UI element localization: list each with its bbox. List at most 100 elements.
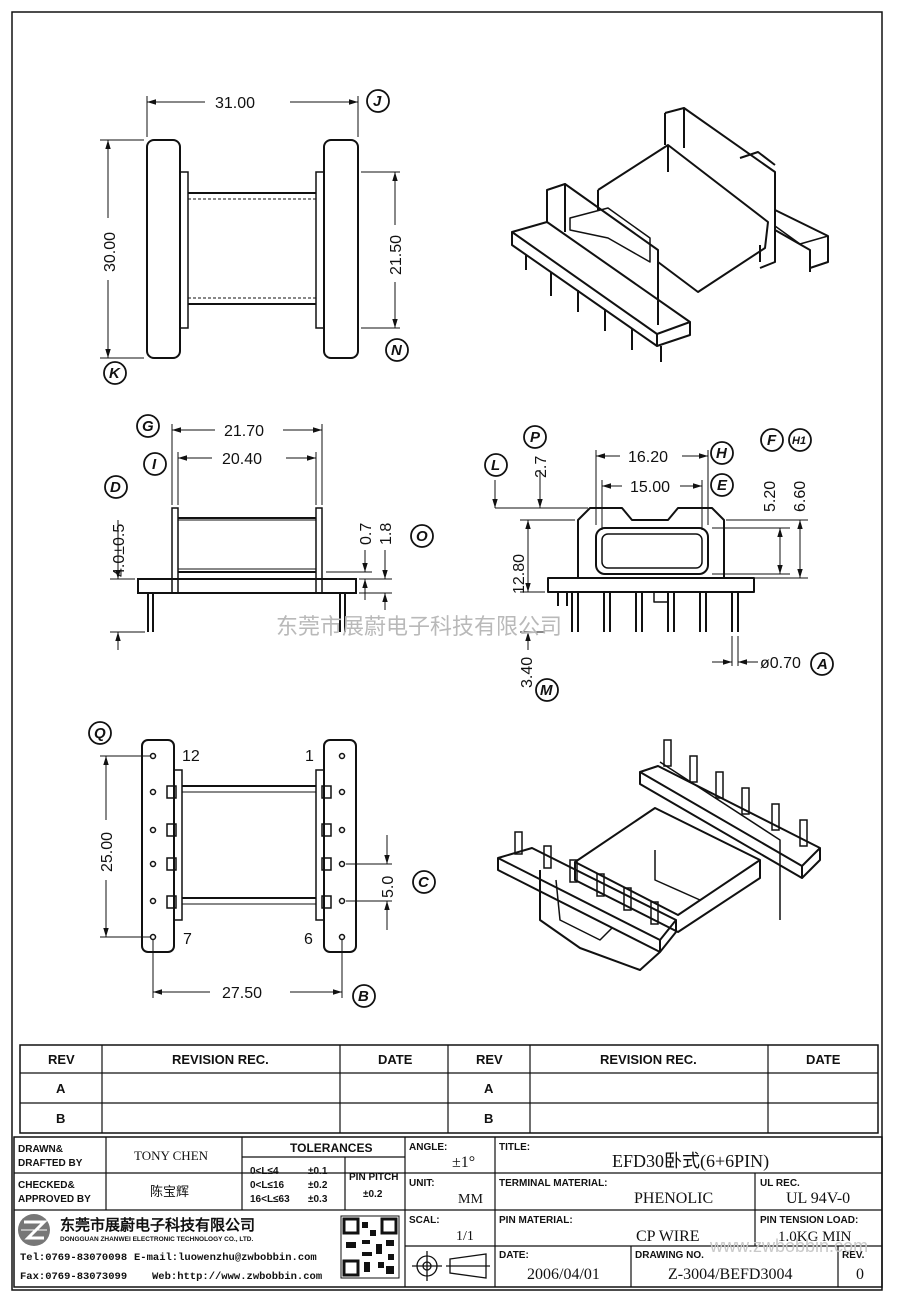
watermark-text: 东莞市展蔚电子科技有限公司 [276, 614, 562, 639]
callout-h1: H1 [788, 428, 812, 452]
tolerances-label: TOLERANCES [290, 1141, 372, 1155]
svg-text:L: L [491, 457, 500, 474]
tension-value: 1.0KG MIN [778, 1229, 851, 1245]
company-name-en: DONGGUAN ZHANWEI ELECTRONIC TECHNOLOGY C… [60, 1236, 254, 1243]
rev-row-a-2: A [484, 1081, 494, 1096]
callout-h: H [710, 441, 734, 465]
dim-front-top: 2.7 [533, 456, 550, 478]
rev-header-2: REV [476, 1052, 503, 1067]
company-web: Web:http://www.zwbobbin.com [152, 1271, 322, 1283]
revision-table [19, 1044, 879, 1134]
projection-symbol-icon [412, 1251, 490, 1281]
tol-value-3: ±0.3 [308, 1194, 328, 1205]
callout-f: F [760, 428, 784, 452]
callout-k: K [103, 361, 127, 385]
dim-side-outer: 21.70 [224, 423, 264, 440]
svg-text:B: B [358, 988, 369, 1005]
svg-text:H1: H1 [792, 435, 806, 447]
svg-text:A: A [816, 656, 828, 673]
svg-text:P: P [530, 429, 541, 446]
drawing-no-value: Z-3004/BEFD3004 [668, 1266, 792, 1283]
dim-top-inner: 21.50 [388, 235, 405, 275]
terminal-value: PHENOLIC [634, 1190, 713, 1207]
callout-m: M [535, 678, 559, 702]
callout-p: P [523, 425, 547, 449]
pin-label-1: 1 [305, 748, 314, 765]
callout-j: J [366, 89, 390, 113]
svg-text:C: C [418, 874, 430, 891]
angle-label: ANGLE: [409, 1142, 447, 1153]
dim-side-inner: 20.40 [222, 451, 262, 468]
callout-d: D [104, 475, 128, 499]
dim-side-base: 1.8 [378, 523, 395, 545]
dim-front-outer: 16.20 [628, 449, 668, 466]
svg-text:F: F [767, 432, 777, 449]
callout-a: A [810, 652, 834, 676]
side-view [137, 507, 357, 632]
qr-code-icon [340, 1215, 400, 1279]
svg-text:K: K [109, 365, 121, 382]
rev-row-b-2: B [484, 1111, 493, 1126]
dim-front-h2: 6.60 [792, 481, 809, 512]
dim-front-total: 12.80 [511, 554, 528, 594]
scale-value: 1/1 [456, 1229, 474, 1244]
checked-label-1: CHECKED& [18, 1180, 75, 1191]
pin-pitch-label: PIN PITCH [349, 1172, 398, 1183]
checked-value: 陈宝辉 [150, 1184, 189, 1199]
tol-range-3: 16<L≤63 [250, 1194, 290, 1205]
rev-row-b-1: B [56, 1111, 65, 1126]
svg-text:M: M [540, 682, 553, 699]
bottom-view [141, 739, 357, 953]
date-value: 2006/04/01 [527, 1266, 600, 1283]
dim-side-flange: 0.7 [358, 523, 375, 545]
rev-row-a-1: A [56, 1081, 66, 1096]
checked-label-2: APPROVED BY [18, 1194, 91, 1205]
dim-front-h1: 5.20 [762, 481, 779, 512]
drawn-label-1: DRAWN& [18, 1144, 63, 1155]
pin-label-7: 7 [183, 931, 192, 948]
unit-label: UNIT: [409, 1178, 435, 1189]
dim-top-height: 30.00 [102, 232, 119, 272]
tol-range-1: 0<L≤4 [250, 1166, 279, 1177]
dim-side-height: 4.0±0.5 [111, 524, 128, 577]
revision-rec-header-1: REVISION REC. [172, 1052, 269, 1067]
callout-c: C [412, 870, 436, 894]
tol-value-2: ±0.2 [308, 1180, 328, 1191]
callout-g: G [136, 414, 160, 438]
dim-bottom-width: 27.50 [222, 985, 262, 1002]
title-block [13, 1136, 883, 1288]
angle-value: ±1° [452, 1154, 475, 1171]
side-view-dims [110, 424, 392, 650]
svg-text:I: I [152, 456, 157, 473]
callout-i: I [143, 452, 167, 476]
callout-b: B [352, 984, 376, 1008]
callout-n: N [385, 338, 409, 362]
date-label: DATE: [499, 1250, 529, 1261]
svg-text:G: G [142, 418, 154, 435]
rev-header-1: REV [48, 1052, 75, 1067]
dim-bottom-pitch: 5.0 [380, 876, 397, 898]
title-label: TITLE: [499, 1142, 530, 1153]
tension-label: PIN TENSION LOAD: [760, 1215, 858, 1226]
company-email: E-mail:luowenzhu@zwbobbin.com [134, 1252, 317, 1264]
unit-value: MM [458, 1192, 483, 1207]
top-view-dims [100, 96, 400, 359]
dim-front-pin-len: 3.40 [519, 657, 536, 688]
dim-bottom-pins: 25.00 [99, 832, 116, 872]
svg-text:E: E [717, 477, 728, 494]
drawing-no-label: DRAWING NO. [635, 1250, 704, 1261]
bottom-view-dims [100, 755, 392, 998]
company-fax: Fax:0769-83073099 [20, 1271, 127, 1283]
terminal-label: TERMINAL MATERIAL: [499, 1178, 608, 1189]
front-view [547, 507, 755, 632]
ul-value: UL 94V-0 [786, 1190, 850, 1207]
tol-range-2: 0<L≤16 [250, 1180, 285, 1191]
pin-label-6: 6 [304, 931, 313, 948]
pin-pitch-value: ±0.2 [363, 1189, 383, 1200]
watermark-url: www.zwbobbin.com [709, 1236, 868, 1256]
pin-label-12: 12 [182, 748, 200, 765]
svg-text:N: N [391, 342, 403, 359]
rev-label: REV. [842, 1250, 865, 1261]
iso-view-bottom [497, 761, 821, 971]
